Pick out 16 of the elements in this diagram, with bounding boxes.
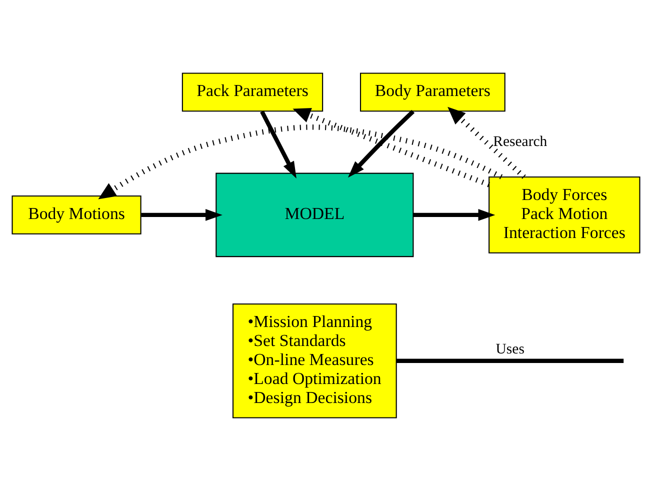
arrow	[141, 208, 222, 220]
node-box: Body Forces Pack Motion Interaction Forces	[488, 176, 640, 253]
node-box: •Mission Planning •Set Standards •On-line Measures •Load Optimization •Design Decisions	[232, 302, 397, 418]
connector	[396, 358, 624, 362]
arrow	[348, 109, 415, 178]
node-box: Pack Parameters	[182, 72, 324, 112]
node-box: Body Parameters	[360, 72, 506, 112]
edge-label: Uses	[496, 341, 524, 358]
arrow	[292, 107, 490, 187]
arrow	[448, 106, 526, 178]
node-box: Body Motions	[12, 194, 142, 234]
arrow	[260, 110, 296, 178]
node-box: MODEL	[216, 172, 414, 257]
arrow	[98, 124, 503, 199]
edge-label: Research	[493, 134, 548, 150]
arrow	[413, 208, 496, 220]
